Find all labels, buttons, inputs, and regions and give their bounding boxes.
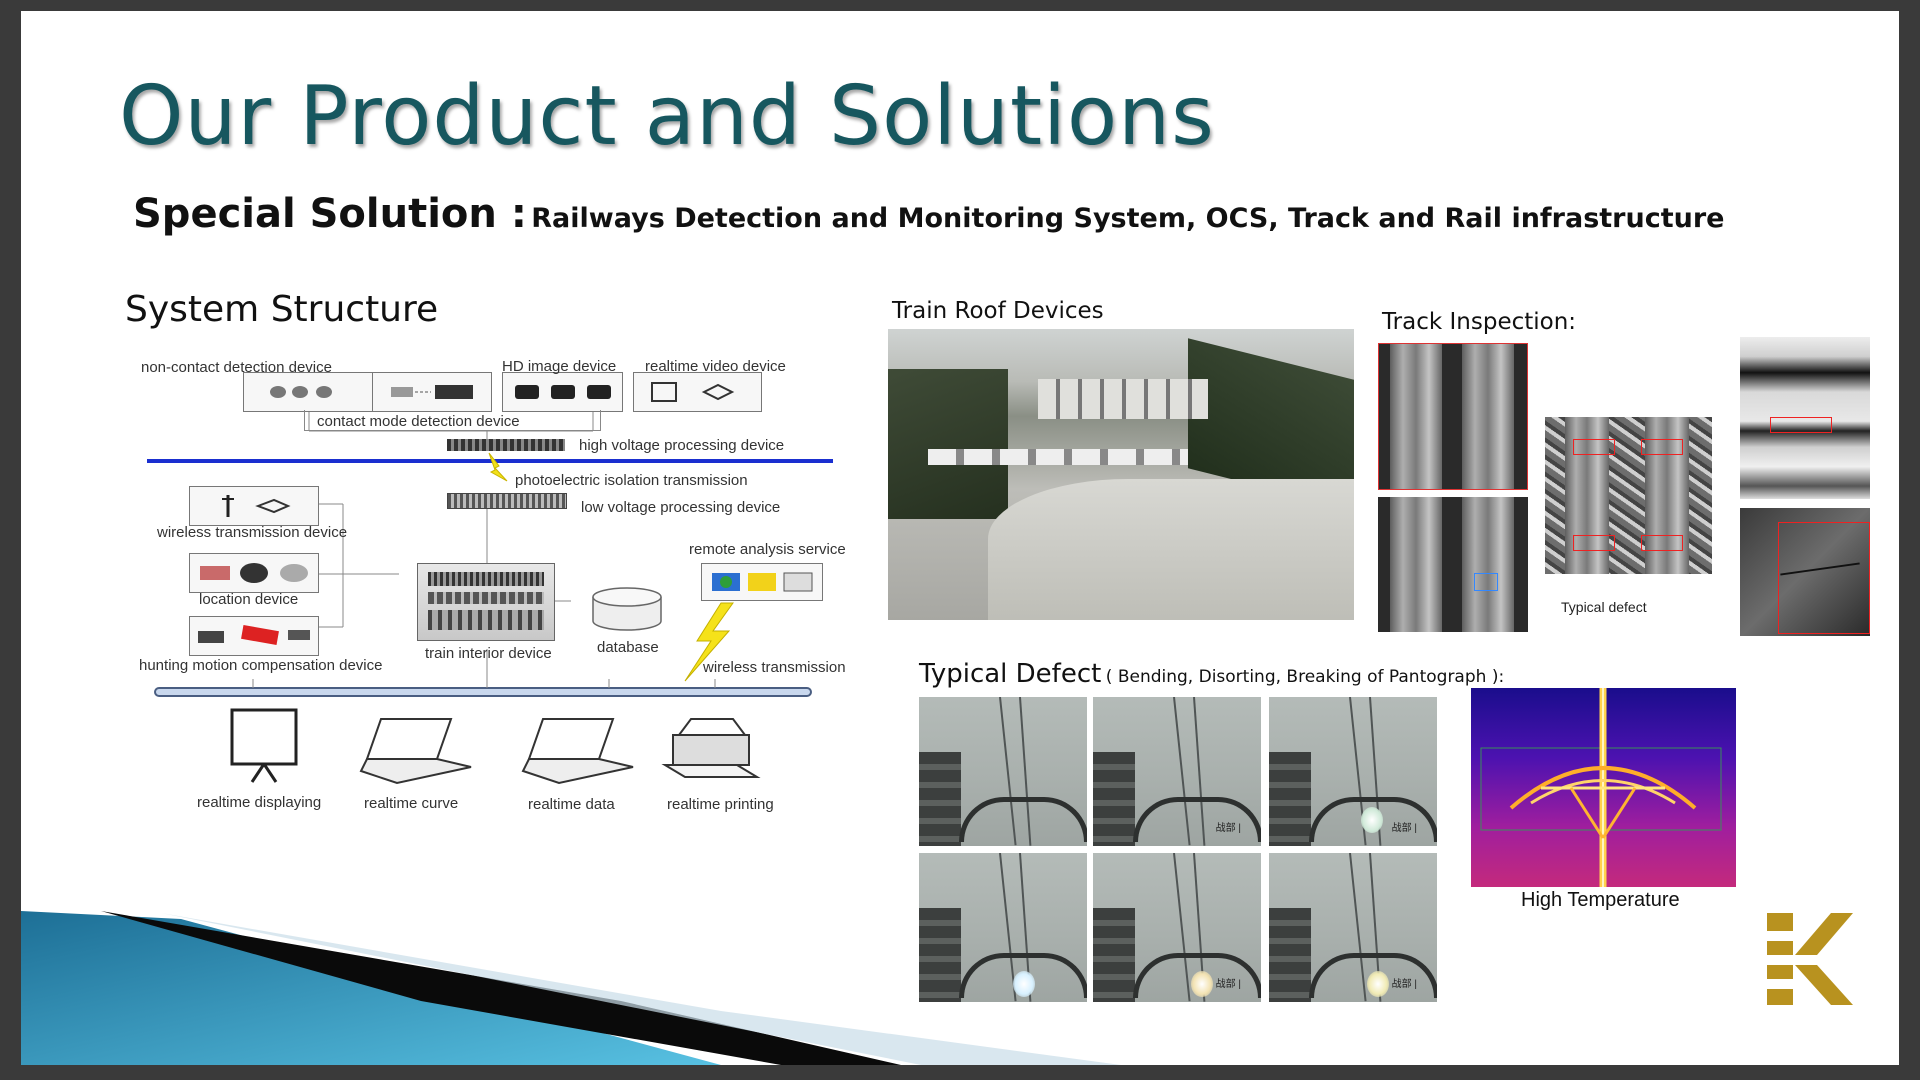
hunting-motion-label: hunting motion compensation device	[139, 657, 383, 674]
database-label: database	[597, 639, 659, 656]
contact-mode-label: contact mode detection device	[317, 413, 520, 430]
typical-defect-heading: Typical Defect ( Bending, Disorting, Bre…	[919, 659, 1504, 689]
wireless-transmission-label: wireless transmission	[703, 659, 846, 676]
train-interior-label: train interior device	[425, 645, 552, 662]
hd-image-box	[502, 372, 623, 412]
decorative-swoosh	[21, 911, 1121, 1065]
subtitle-detail: Railways Detection and Monitoring System…	[531, 203, 1725, 234]
realtime-displaying-label: realtime displaying	[197, 794, 322, 811]
realtime-video-label: realtime video device	[645, 358, 786, 375]
low-voltage-label: low voltage processing device	[581, 499, 781, 516]
track-image-1	[1378, 343, 1528, 490]
high-voltage-label: high voltage processing device	[579, 437, 785, 454]
pantograph-tag-6: 战部 |	[1391, 979, 1417, 990]
rail-surface-image	[1740, 337, 1870, 499]
pantograph-image-1	[919, 697, 1087, 846]
typical-defect-title: Typical Defect	[919, 659, 1102, 689]
remote-analysis-label: remote analysis service	[689, 541, 846, 558]
realtime-video-box	[633, 372, 762, 412]
contact-mode-outline	[304, 410, 601, 431]
rail-crack-image	[1740, 508, 1870, 636]
hunting-motion-box	[189, 616, 319, 656]
realtime-data-label: realtime data	[528, 796, 615, 813]
pantograph-image-6: 战部 |	[1269, 853, 1437, 1002]
non-contact-detection-label: non-contact detection device	[141, 359, 332, 376]
pantograph-image-3: 战部 |	[1269, 697, 1437, 846]
high-temperature-caption: High Temperature	[1521, 889, 1680, 911]
printer-icon	[661, 718, 761, 778]
track-inspection-heading: Track Inspection:	[1382, 309, 1577, 335]
location-device-box	[189, 553, 319, 593]
thermal-image	[1471, 688, 1736, 887]
wireless-device-label: wireless transmission device	[157, 524, 348, 541]
subtitle: Special Solution : Railways Detection an…	[133, 191, 1724, 237]
pantograph-image-2: 战部 |	[1093, 697, 1261, 846]
system-structure-heading: System Structure	[125, 289, 439, 330]
slide: Our Product and Solutions Special Soluti…	[21, 11, 1899, 1065]
diagram-connectors	[147, 411, 833, 697]
k-logo	[1767, 913, 1853, 1005]
remote-analysis-box	[701, 563, 823, 601]
typical-defect-caption: Typical defect	[1561, 599, 1647, 615]
pantograph-tag-2: 战部 |	[1215, 823, 1241, 834]
realtime-printing-label: realtime printing	[667, 796, 774, 813]
system-structure-diagram: non-contact detection device HD image de…	[21, 341, 881, 841]
non-contact-detection-box	[243, 372, 373, 412]
pantograph-image-4	[919, 853, 1087, 1002]
realtime-curve-label: realtime curve	[364, 795, 459, 812]
train-interior-rack	[417, 563, 555, 641]
low-voltage-device	[447, 493, 567, 509]
pantograph-tag-3: 战部 |	[1391, 823, 1417, 834]
page-title: Our Product and Solutions	[119, 69, 1215, 164]
train-roof-photo	[888, 329, 1354, 620]
laptop-data-icon	[521, 718, 634, 785]
database-icon	[592, 587, 662, 631]
train-roof-heading: Train Roof Devices	[892, 298, 1104, 324]
track-defect-image	[1545, 417, 1712, 574]
high-voltage-device	[447, 439, 565, 451]
track-image-2	[1378, 497, 1528, 632]
typical-defect-detail: ( Bending, Disorting, Breaking of Pantog…	[1105, 667, 1505, 687]
pantograph-image-5: 战部 |	[1093, 853, 1261, 1002]
subtitle-main: Special Solution :	[133, 191, 527, 237]
hd-image-label: HD image device	[502, 358, 617, 375]
laptop-curve-icon	[359, 718, 472, 785]
wireless-transmission-box	[189, 486, 319, 526]
photoelectric-label: photoelectric isolation transmission	[515, 472, 748, 489]
contact-mode-box	[372, 372, 492, 412]
pantograph-tag-5: 战部 |	[1215, 979, 1241, 990]
location-device-label: location device	[199, 591, 299, 608]
display-monitor-icon	[230, 708, 298, 783]
